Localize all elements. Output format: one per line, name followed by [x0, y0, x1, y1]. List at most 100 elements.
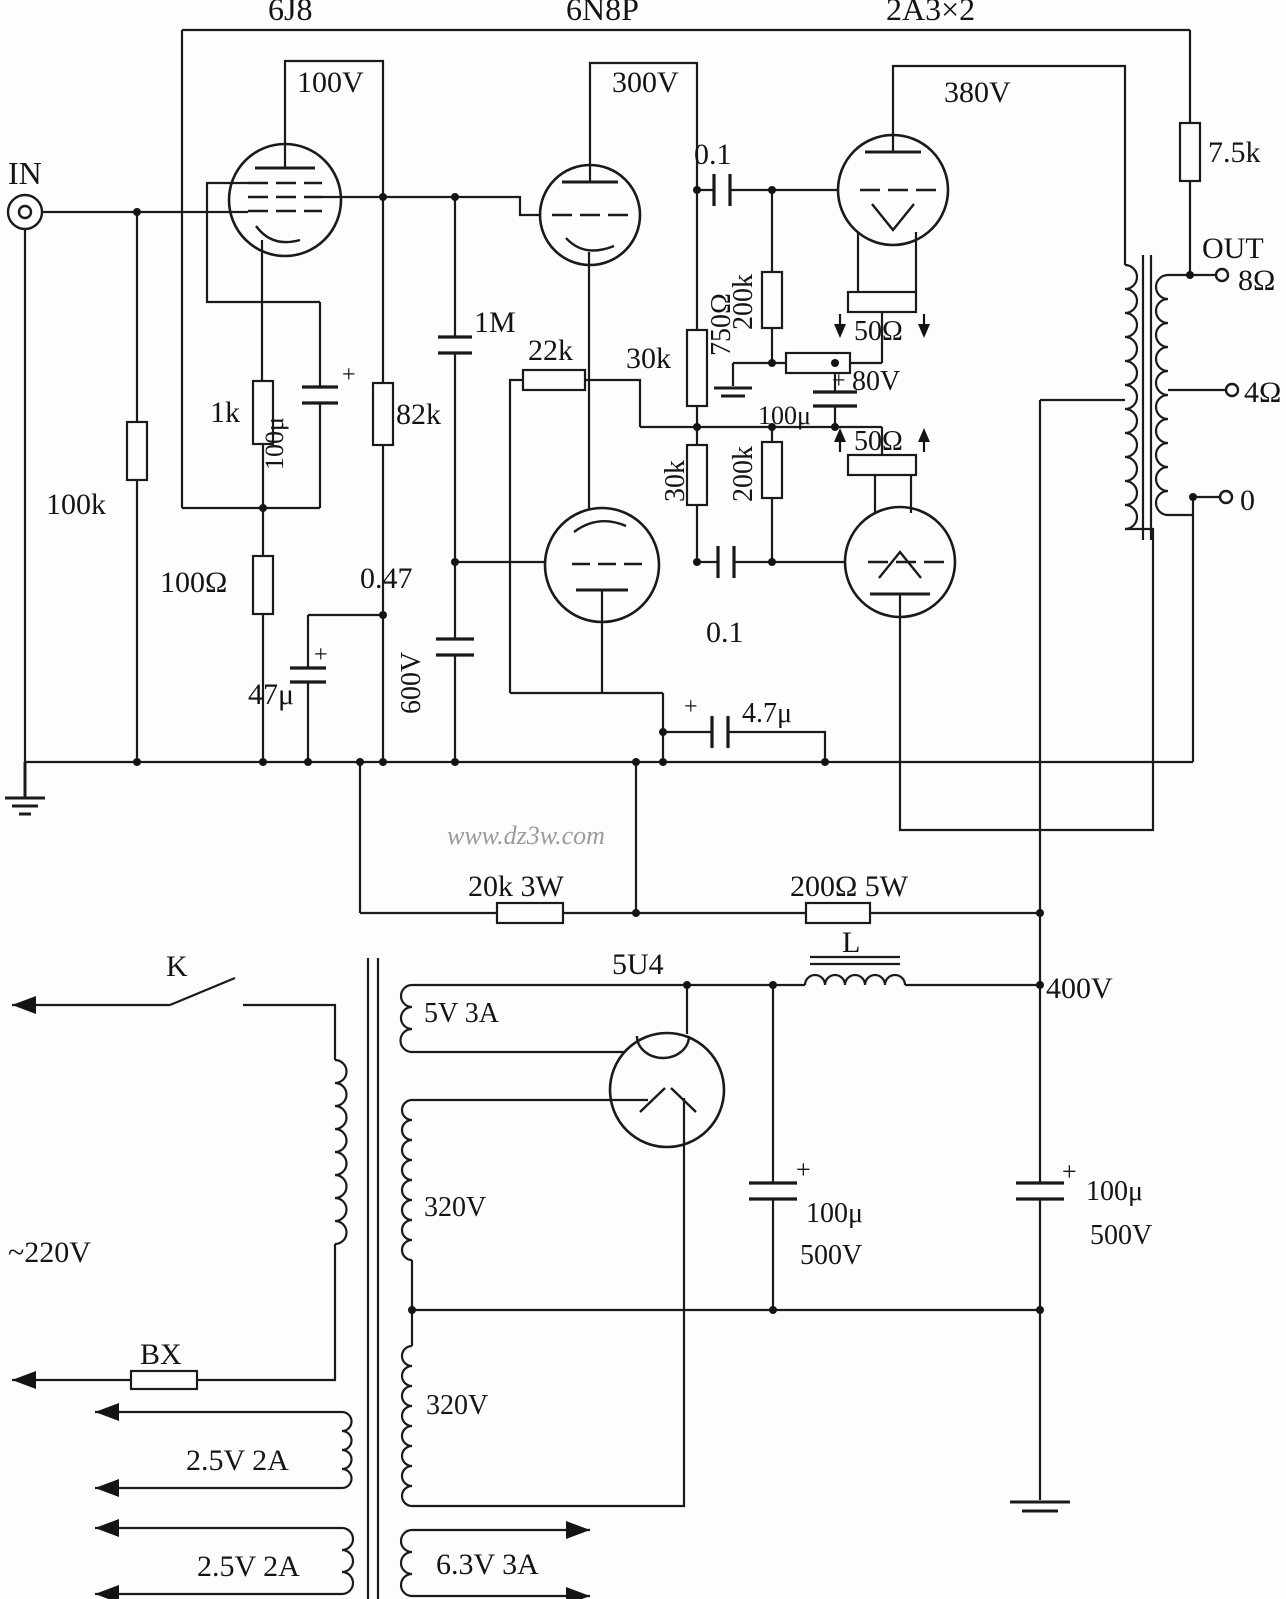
- resistor-1k: [251, 379, 275, 446]
- label-tube-6n8p: 6N8P: [566, 0, 639, 27]
- label-0ohm: 0: [1240, 484, 1255, 517]
- label-01-upper: 0.1: [694, 138, 732, 171]
- tube-5u4: [608, 1031, 726, 1149]
- resistor-30k-upper: [685, 328, 709, 408]
- cap-100u-filter1: [749, 1181, 797, 1201]
- label-30k-lower: 30k: [660, 460, 691, 502]
- label-100ohm: 100Ω: [160, 566, 227, 599]
- cap-4.7u: [710, 716, 730, 748]
- label-20k-3w: 20k 3W: [468, 870, 565, 903]
- winding-63v-coil: [399, 1528, 413, 1598]
- plus-cathode: +: [342, 362, 356, 388]
- tube-grids: [248, 181, 944, 566]
- label-320v-2: 320V: [426, 1390, 488, 1421]
- cap-047-600v: [436, 637, 474, 657]
- out-terminal-8ohm: [1214, 267, 1230, 283]
- schematic-wires: [12, 28, 1226, 1599]
- label-80v: 80V: [852, 366, 900, 397]
- arrow-25v1-a: [95, 1403, 119, 1421]
- resistor-22k: [521, 368, 587, 392]
- plus-f1: +: [796, 1155, 811, 1184]
- label-30k-upper: 30k: [626, 342, 671, 375]
- label-tube-6j8: 6J8: [268, 0, 312, 27]
- label-300v: 300V: [612, 66, 679, 99]
- label-750ohm: 750Ω: [706, 293, 737, 356]
- arrow-pot1-left: [834, 324, 846, 338]
- watermark: www.dz3w.com: [447, 821, 605, 850]
- label-82k: 82k: [396, 398, 441, 431]
- label-tube-2a3: 2A3×2: [886, 0, 975, 27]
- label-100u-f2: 100μ: [1086, 1176, 1143, 1207]
- winding-320v2-coil: [400, 1344, 413, 1508]
- label-4.7u: 4.7μ: [742, 698, 792, 729]
- resistors: [125, 121, 1202, 1391]
- label-320v-1: 320V: [424, 1192, 486, 1223]
- arrow-mains-bottom: [12, 1371, 36, 1389]
- plus-4.7u: +: [684, 694, 698, 720]
- resistor-30k-lower: [685, 443, 709, 507]
- wire-6n8p-stage: [508, 61, 884, 762]
- windings: [334, 263, 1169, 1598]
- out-terminal-4ohm: [1224, 382, 1240, 398]
- label-25v2a-1: 2.5V 2A: [186, 1444, 289, 1477]
- arrow-pot2-right: [918, 428, 930, 442]
- tube-2a3-lower: [843, 505, 957, 619]
- tube-6j8: [227, 142, 343, 258]
- label-500v-f2: 500V: [1090, 1220, 1152, 1251]
- label-1m: 1M: [474, 306, 516, 339]
- arrow-stems: [838, 314, 926, 452]
- plus-f2: +: [1062, 1157, 1077, 1186]
- filament-2a3-upper: [871, 203, 915, 232]
- label-choke-l: L: [842, 926, 860, 959]
- label-100u-bias: 100μ: [758, 401, 811, 430]
- arrow-mains-top: [12, 996, 36, 1014]
- wire-bplus-row: [358, 762, 1040, 915]
- label-200ohm-5w: 200Ω 5W: [790, 870, 909, 903]
- resistor-7.5k: [1178, 121, 1202, 183]
- junction-dots: [133, 186, 1197, 1314]
- arrow-pot2-left: [834, 428, 846, 442]
- plates-5u4: [639, 1087, 697, 1113]
- label-600v: 600V: [396, 652, 427, 714]
- label-tube-5u4: 5U4: [612, 948, 664, 981]
- tube-6n8p-lower: [543, 506, 661, 624]
- arrow-pot1-right: [918, 324, 930, 338]
- resistor-82k: [371, 381, 395, 447]
- label-22k: 22k: [528, 334, 573, 367]
- labels: 6J8 6N8P 2A3×2 100V 300V 380V 7.5k IN OU…: [8, 0, 1281, 1583]
- winding-25v1-coil: [341, 1410, 353, 1490]
- label-380v: 380V: [944, 76, 1011, 109]
- wire-psu: [12, 976, 1040, 1598]
- fuse-bx: [129, 1369, 199, 1391]
- transformer-cores: [366, 255, 1153, 1599]
- plus-47u: +: [314, 642, 328, 668]
- label-4ohm: 4Ω: [1244, 376, 1281, 409]
- winding-25v2-coil: [341, 1526, 355, 1596]
- winding-320v1-coil: [400, 1098, 413, 1262]
- arrow-25v2-a: [95, 1519, 119, 1537]
- label-100u-f1: 100μ: [806, 1198, 863, 1229]
- grids-6j8: [248, 181, 322, 213]
- label-200k-upper: 200k: [728, 274, 759, 330]
- ground-bias: [714, 386, 752, 398]
- label-8ohm: 8Ω: [1238, 264, 1275, 297]
- cap-1m: [438, 335, 472, 355]
- label-100v: 100V: [297, 66, 364, 99]
- cathode-6n8p-lower: [573, 520, 627, 533]
- arrows: [12, 324, 930, 1599]
- label-100k: 100k: [46, 488, 106, 521]
- winding-5v-coil: [399, 983, 413, 1054]
- tubes: [227, 133, 957, 1149]
- label-fuse-bx: BX: [140, 1338, 182, 1371]
- opt-secondary-coil: [1154, 273, 1169, 517]
- label-63v3a: 6.3V 3A: [436, 1548, 539, 1581]
- label-47u: 47μ: [248, 678, 294, 711]
- label-200k-lower: 200k: [728, 446, 759, 502]
- out-terminal-0: [1218, 489, 1234, 505]
- opt-primary-coil: [1124, 263, 1139, 531]
- resistor-20k-3w: [495, 901, 565, 925]
- label-400v: 400V: [1046, 972, 1113, 1005]
- cathode-6j8: [255, 225, 301, 244]
